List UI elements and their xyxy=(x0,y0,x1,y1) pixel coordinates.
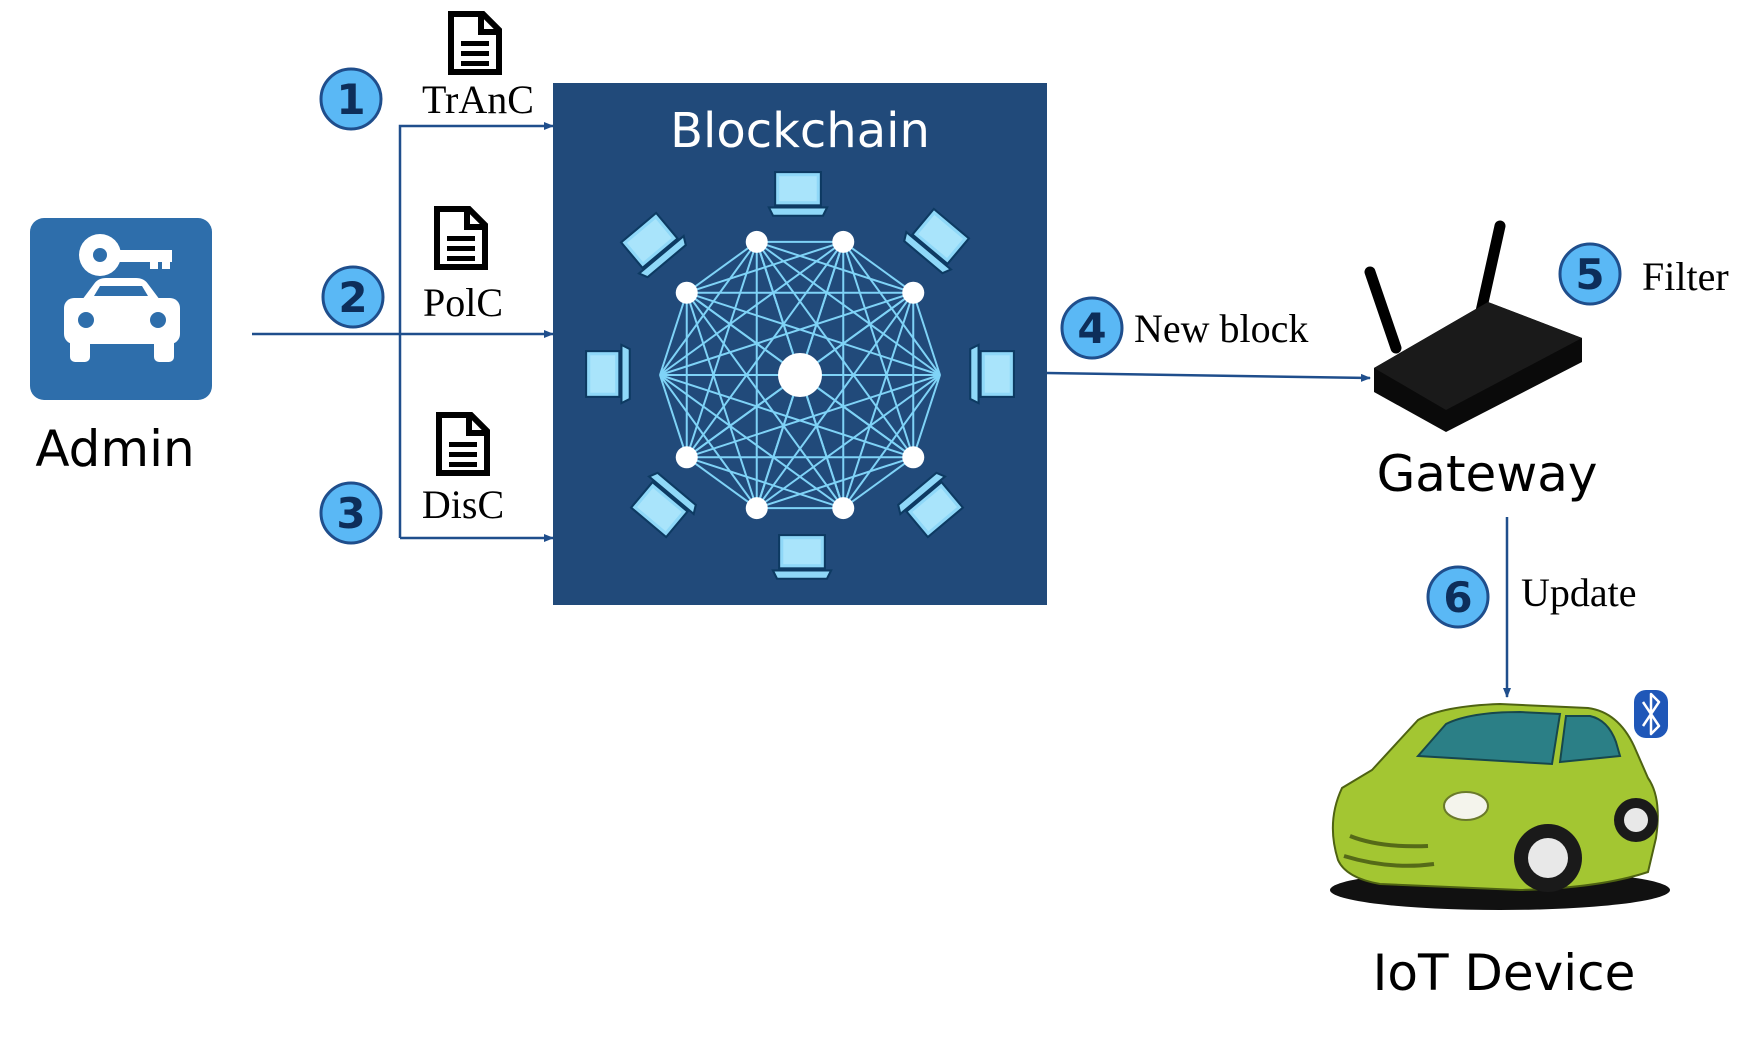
network-spoke xyxy=(799,241,845,376)
network-link xyxy=(659,292,688,376)
network-center-node xyxy=(778,353,822,397)
document-icon xyxy=(439,415,487,473)
network-spoke xyxy=(686,374,801,459)
network-link xyxy=(756,240,914,294)
router-icon xyxy=(1364,220,1582,432)
network-link xyxy=(659,374,844,509)
svg-text:1: 1 xyxy=(336,75,365,124)
blockchain-title: Blockchain xyxy=(670,103,930,159)
network-link xyxy=(842,241,914,294)
network-spoke xyxy=(755,374,801,509)
network-node xyxy=(745,230,768,253)
network-link xyxy=(659,241,844,376)
network-spoke xyxy=(686,291,801,376)
step-5: 5 xyxy=(1558,242,1622,306)
network-link xyxy=(842,456,914,509)
network-link xyxy=(912,292,941,376)
contract-label-tranc: TrAnC xyxy=(422,77,534,122)
network-node xyxy=(745,497,768,520)
network-spoke xyxy=(755,241,801,376)
network-link xyxy=(842,292,915,509)
laptop-icon xyxy=(969,343,1015,405)
network-node xyxy=(902,281,925,304)
network-link xyxy=(842,241,915,458)
blockchain-network xyxy=(659,230,941,520)
document-icon xyxy=(451,14,499,72)
laptop-icon xyxy=(767,171,829,217)
step-1: 1 xyxy=(319,67,383,131)
svg-text:6: 6 xyxy=(1443,573,1472,622)
laptop-icon xyxy=(585,343,631,405)
network-link xyxy=(659,374,688,458)
network-link xyxy=(755,241,915,458)
network-link xyxy=(686,291,941,376)
admin-icon xyxy=(30,218,212,400)
network-node xyxy=(675,446,698,469)
contract-connectors xyxy=(252,122,554,542)
network-link xyxy=(756,241,941,376)
contract-label-polc: PolC xyxy=(423,280,503,325)
network-node xyxy=(832,230,855,253)
svg-text:4: 4 xyxy=(1077,304,1106,353)
bluetooth-icon xyxy=(1634,690,1668,738)
update-label: Update xyxy=(1521,570,1637,615)
filter-label: Filter xyxy=(1642,254,1729,299)
car-icon xyxy=(64,278,180,362)
iot-car-icon xyxy=(1330,702,1670,910)
network-link xyxy=(686,241,758,294)
contract-label-disc: DisC xyxy=(422,482,504,527)
blockchain-panel: Blockchain xyxy=(553,83,1047,605)
laptop-icon xyxy=(771,534,833,580)
network-spoke xyxy=(799,374,914,459)
step-2: 2 xyxy=(321,265,385,329)
network-spoke xyxy=(799,374,845,509)
iot-device-label: IoT Device xyxy=(1373,944,1636,1002)
svg-text:2: 2 xyxy=(338,273,367,322)
step-6: 6 xyxy=(1426,565,1490,629)
network-spoke xyxy=(799,291,914,376)
network-node xyxy=(675,281,698,304)
new-block-label: New block xyxy=(1134,306,1308,351)
document-icon xyxy=(437,209,485,267)
car-key-icon xyxy=(79,234,172,276)
network-link xyxy=(686,456,758,509)
network-link xyxy=(685,241,758,458)
step-4: 4 xyxy=(1060,296,1124,360)
new-block-arrow xyxy=(1046,371,1371,382)
svg-text:5: 5 xyxy=(1575,250,1604,299)
network-node xyxy=(832,497,855,520)
step-3: 3 xyxy=(319,481,383,545)
admin-label: Admin xyxy=(35,420,194,478)
svg-text:3: 3 xyxy=(336,489,365,538)
network-link xyxy=(912,374,941,458)
network-node xyxy=(902,446,925,469)
network-link xyxy=(756,374,941,509)
gateway-label: Gateway xyxy=(1377,445,1598,503)
network-link xyxy=(685,292,758,509)
